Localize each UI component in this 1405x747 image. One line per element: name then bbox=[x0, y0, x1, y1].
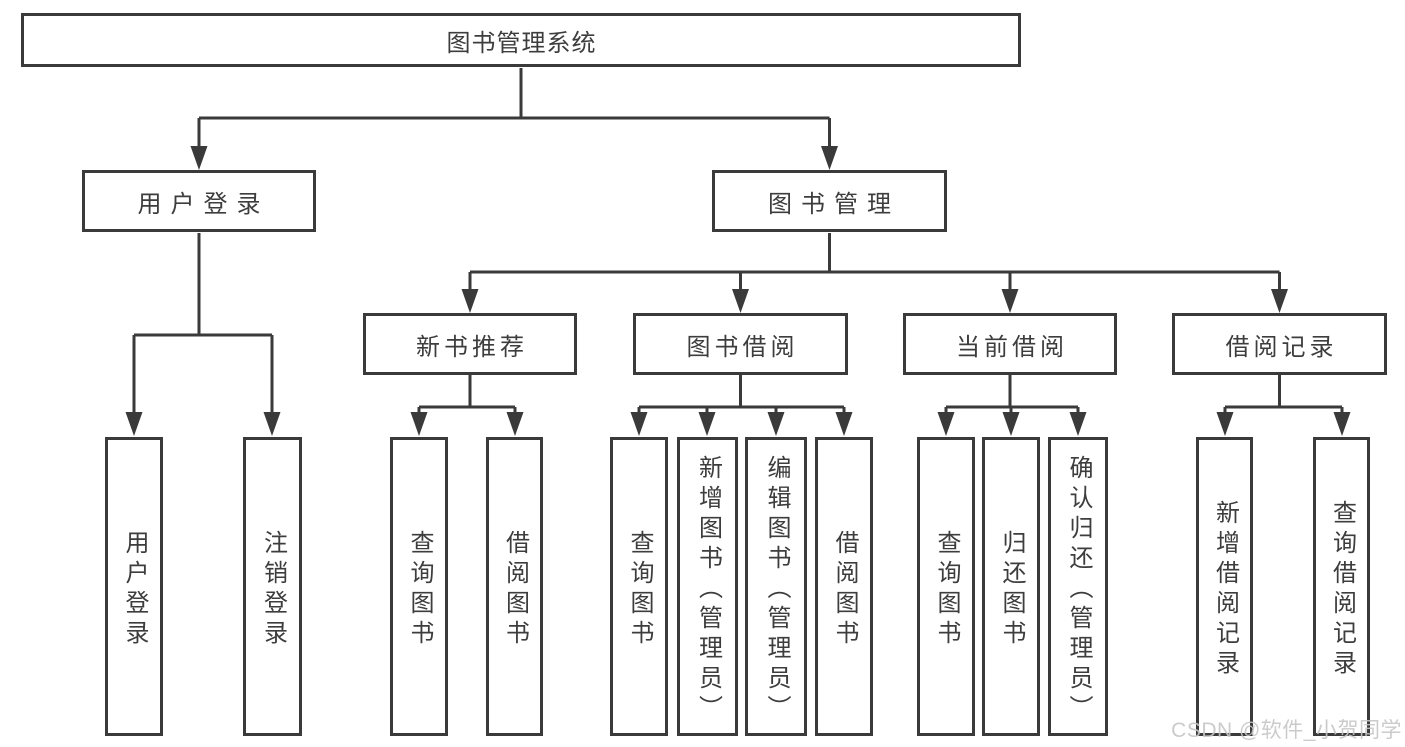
arrow-down-icon bbox=[835, 412, 853, 436]
arrow-down-icon bbox=[821, 146, 838, 170]
arrow-down-icon bbox=[263, 412, 281, 436]
csdn-watermark: CSDN @软件_小贺同学 bbox=[1171, 719, 1402, 742]
leaf-borrow-query-books: 查询图书 bbox=[610, 437, 668, 736]
leaf-current-return-books: 归还图书 bbox=[982, 437, 1040, 736]
arrow-down-icon bbox=[506, 412, 524, 436]
arrow-down-icon bbox=[767, 412, 785, 436]
node-borrowing-records: 借阅记录 bbox=[1172, 313, 1387, 375]
leaf-newbook-query-books: 查询图书 bbox=[390, 437, 448, 736]
leaf-borrow-edit-books-admin: 编辑图书（管理员） bbox=[745, 437, 807, 736]
node-root-library-system: 图书管理系统 bbox=[21, 13, 1021, 67]
tree-edges bbox=[132, 68, 1344, 416]
leaf-current-query-books: 查询图书 bbox=[917, 437, 975, 736]
arrow-down-icon bbox=[630, 412, 648, 436]
leaf-logout: 注销登录 bbox=[243, 437, 302, 736]
arrow-down-icon bbox=[461, 289, 479, 313]
leaf-record-query-borrow-record: 查询借阅记录 bbox=[1313, 437, 1370, 736]
arrow-down-icon bbox=[732, 289, 749, 313]
arrowhead-icons bbox=[125, 146, 1351, 436]
arrow-down-icon bbox=[1216, 412, 1234, 436]
arrow-down-icon bbox=[698, 412, 716, 436]
leaf-borrow-add-books-admin: 新增图书（管理员） bbox=[677, 437, 738, 736]
arrow-down-icon bbox=[190, 146, 208, 170]
arrow-down-icon bbox=[1271, 289, 1288, 313]
node-book-management: 图书管理 bbox=[712, 170, 947, 232]
leaf-user-login: 用户登录 bbox=[105, 437, 163, 736]
node-current-borrowing: 当前借阅 bbox=[903, 313, 1117, 375]
arrow-down-icon bbox=[937, 412, 955, 436]
arrow-down-icon bbox=[1333, 412, 1351, 436]
leaf-borrow-borrow-books: 借阅图书 bbox=[815, 437, 873, 736]
arrow-down-icon bbox=[1001, 289, 1019, 313]
node-book-borrowing: 图书借阅 bbox=[633, 313, 848, 375]
arrow-down-icon bbox=[410, 412, 428, 436]
node-new-book-recommend: 新书推荐 bbox=[363, 313, 577, 375]
leaf-current-confirm-return-admin: 确认归还（管理员） bbox=[1048, 437, 1108, 736]
arrow-down-icon bbox=[1002, 412, 1020, 436]
leaf-record-add-borrow-record: 新增借阅记录 bbox=[1196, 437, 1253, 736]
node-user-login: 用户登录 bbox=[82, 170, 316, 232]
arrow-down-icon bbox=[1069, 412, 1087, 436]
arrow-down-icon bbox=[125, 412, 143, 436]
leaf-newbook-borrow-books: 借阅图书 bbox=[486, 437, 543, 736]
